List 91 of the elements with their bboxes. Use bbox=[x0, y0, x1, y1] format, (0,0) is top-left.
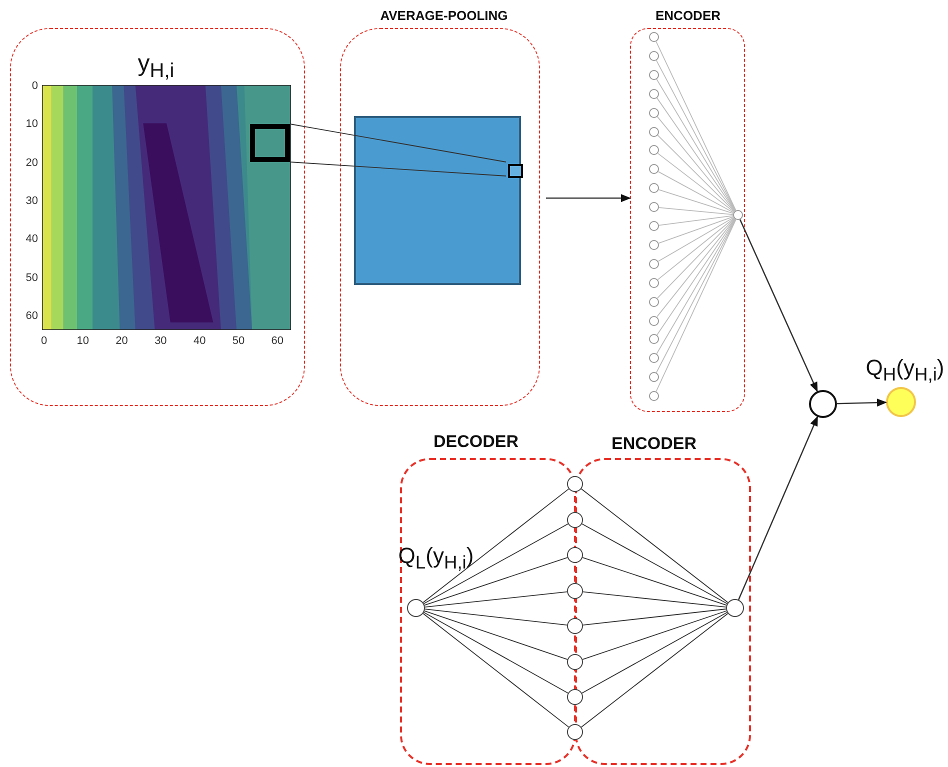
neuron bbox=[649, 126, 659, 136]
axis-tick-label: 0 bbox=[32, 81, 38, 92]
axis-tick-label: 50 bbox=[232, 336, 245, 347]
axis-tick-label: 60 bbox=[26, 310, 38, 322]
neuron bbox=[649, 108, 659, 118]
pooled-cell bbox=[508, 164, 523, 178]
dashed-panel bbox=[10, 28, 305, 406]
connection-line bbox=[422, 613, 570, 728]
connection-line bbox=[658, 189, 734, 214]
neuron bbox=[567, 476, 583, 492]
connection-line bbox=[656, 218, 736, 318]
neuron bbox=[649, 353, 659, 364]
axis-tick-label: 0 bbox=[40, 336, 48, 347]
connection-line bbox=[424, 591, 568, 608]
pooled-map bbox=[354, 116, 521, 285]
axis-tick-label: 10 bbox=[26, 119, 38, 130]
connection-line bbox=[580, 488, 728, 603]
neuron bbox=[649, 372, 659, 382]
neuron bbox=[567, 724, 583, 740]
arrow bbox=[739, 219, 818, 392]
neuron bbox=[567, 547, 583, 563]
arrow bbox=[836, 398, 887, 407]
connection-line bbox=[657, 218, 735, 280]
zoom-line bbox=[290, 124, 506, 162]
axis-tick-label: 60 bbox=[271, 336, 284, 347]
neuron bbox=[649, 183, 659, 194]
connection-line bbox=[582, 612, 728, 694]
neuron bbox=[567, 654, 583, 670]
connection-line bbox=[582, 610, 727, 660]
neuron bbox=[649, 391, 659, 402]
neuron bbox=[649, 296, 659, 307]
panel-title: ENCODER bbox=[656, 9, 720, 22]
neuron bbox=[567, 512, 583, 528]
neuron bbox=[649, 202, 659, 212]
neuron bbox=[567, 689, 583, 705]
connection-line bbox=[582, 608, 726, 626]
zoom-line bbox=[290, 162, 506, 176]
connection-line bbox=[582, 557, 727, 606]
neuron bbox=[649, 164, 659, 174]
neuron bbox=[649, 88, 659, 99]
neuron bbox=[407, 599, 425, 617]
neuron bbox=[726, 599, 744, 617]
connection-line bbox=[656, 116, 736, 212]
output-neuron bbox=[886, 387, 916, 417]
connection-line bbox=[658, 215, 734, 226]
neuron bbox=[649, 316, 659, 326]
axis-tick-label: 40 bbox=[26, 234, 38, 246]
connection-line bbox=[658, 207, 734, 215]
neuron bbox=[649, 70, 659, 80]
connection-line bbox=[658, 216, 734, 244]
neuron bbox=[649, 278, 659, 288]
neuron bbox=[649, 240, 659, 250]
connection-line bbox=[423, 523, 568, 604]
neuron bbox=[649, 50, 659, 61]
connection-line bbox=[422, 488, 570, 603]
connection-line bbox=[582, 591, 726, 608]
connection-line bbox=[424, 610, 568, 660]
panel-title: y$_{H,i}$ bbox=[138, 52, 174, 81]
neuron bbox=[809, 390, 837, 418]
connection-line bbox=[658, 153, 734, 212]
axis-tick-label: 20 bbox=[26, 158, 38, 169]
connection-line bbox=[658, 171, 734, 214]
axis-tick-label: 20 bbox=[116, 336, 128, 347]
neuron bbox=[649, 145, 659, 156]
panel-title: ENCODER bbox=[612, 435, 696, 452]
connection-line bbox=[580, 613, 728, 728]
axis-tick-label: 50 bbox=[26, 272, 38, 284]
axis-tick-label: 30 bbox=[154, 336, 167, 347]
arrow bbox=[546, 194, 631, 202]
connection-line bbox=[423, 612, 568, 694]
highlight-square bbox=[250, 124, 290, 162]
neuron bbox=[649, 334, 659, 344]
axis-tick-label: 30 bbox=[26, 196, 38, 207]
connection-line bbox=[658, 217, 734, 262]
panel-title: DECODER bbox=[434, 433, 518, 450]
node-caption: Q$_{L}$(y$_{H,i}$) bbox=[398, 545, 474, 572]
arrow bbox=[738, 416, 818, 600]
node-caption: Q$_{H}$(y$_{H,i}$) bbox=[866, 357, 944, 384]
axis-tick-label: 10 bbox=[76, 336, 90, 347]
connection-line bbox=[424, 557, 568, 606]
connection-line bbox=[582, 523, 728, 604]
neuron bbox=[649, 258, 659, 269]
neuron bbox=[649, 32, 659, 42]
neuron bbox=[649, 221, 659, 231]
neuron bbox=[567, 583, 583, 599]
connection-line bbox=[657, 134, 735, 212]
neuron bbox=[567, 618, 583, 634]
connection-line bbox=[657, 218, 735, 298]
connection-line bbox=[424, 608, 568, 626]
axis-tick-label: 40 bbox=[193, 336, 206, 347]
panel-title: AVERAGE-POOLING bbox=[380, 9, 508, 22]
